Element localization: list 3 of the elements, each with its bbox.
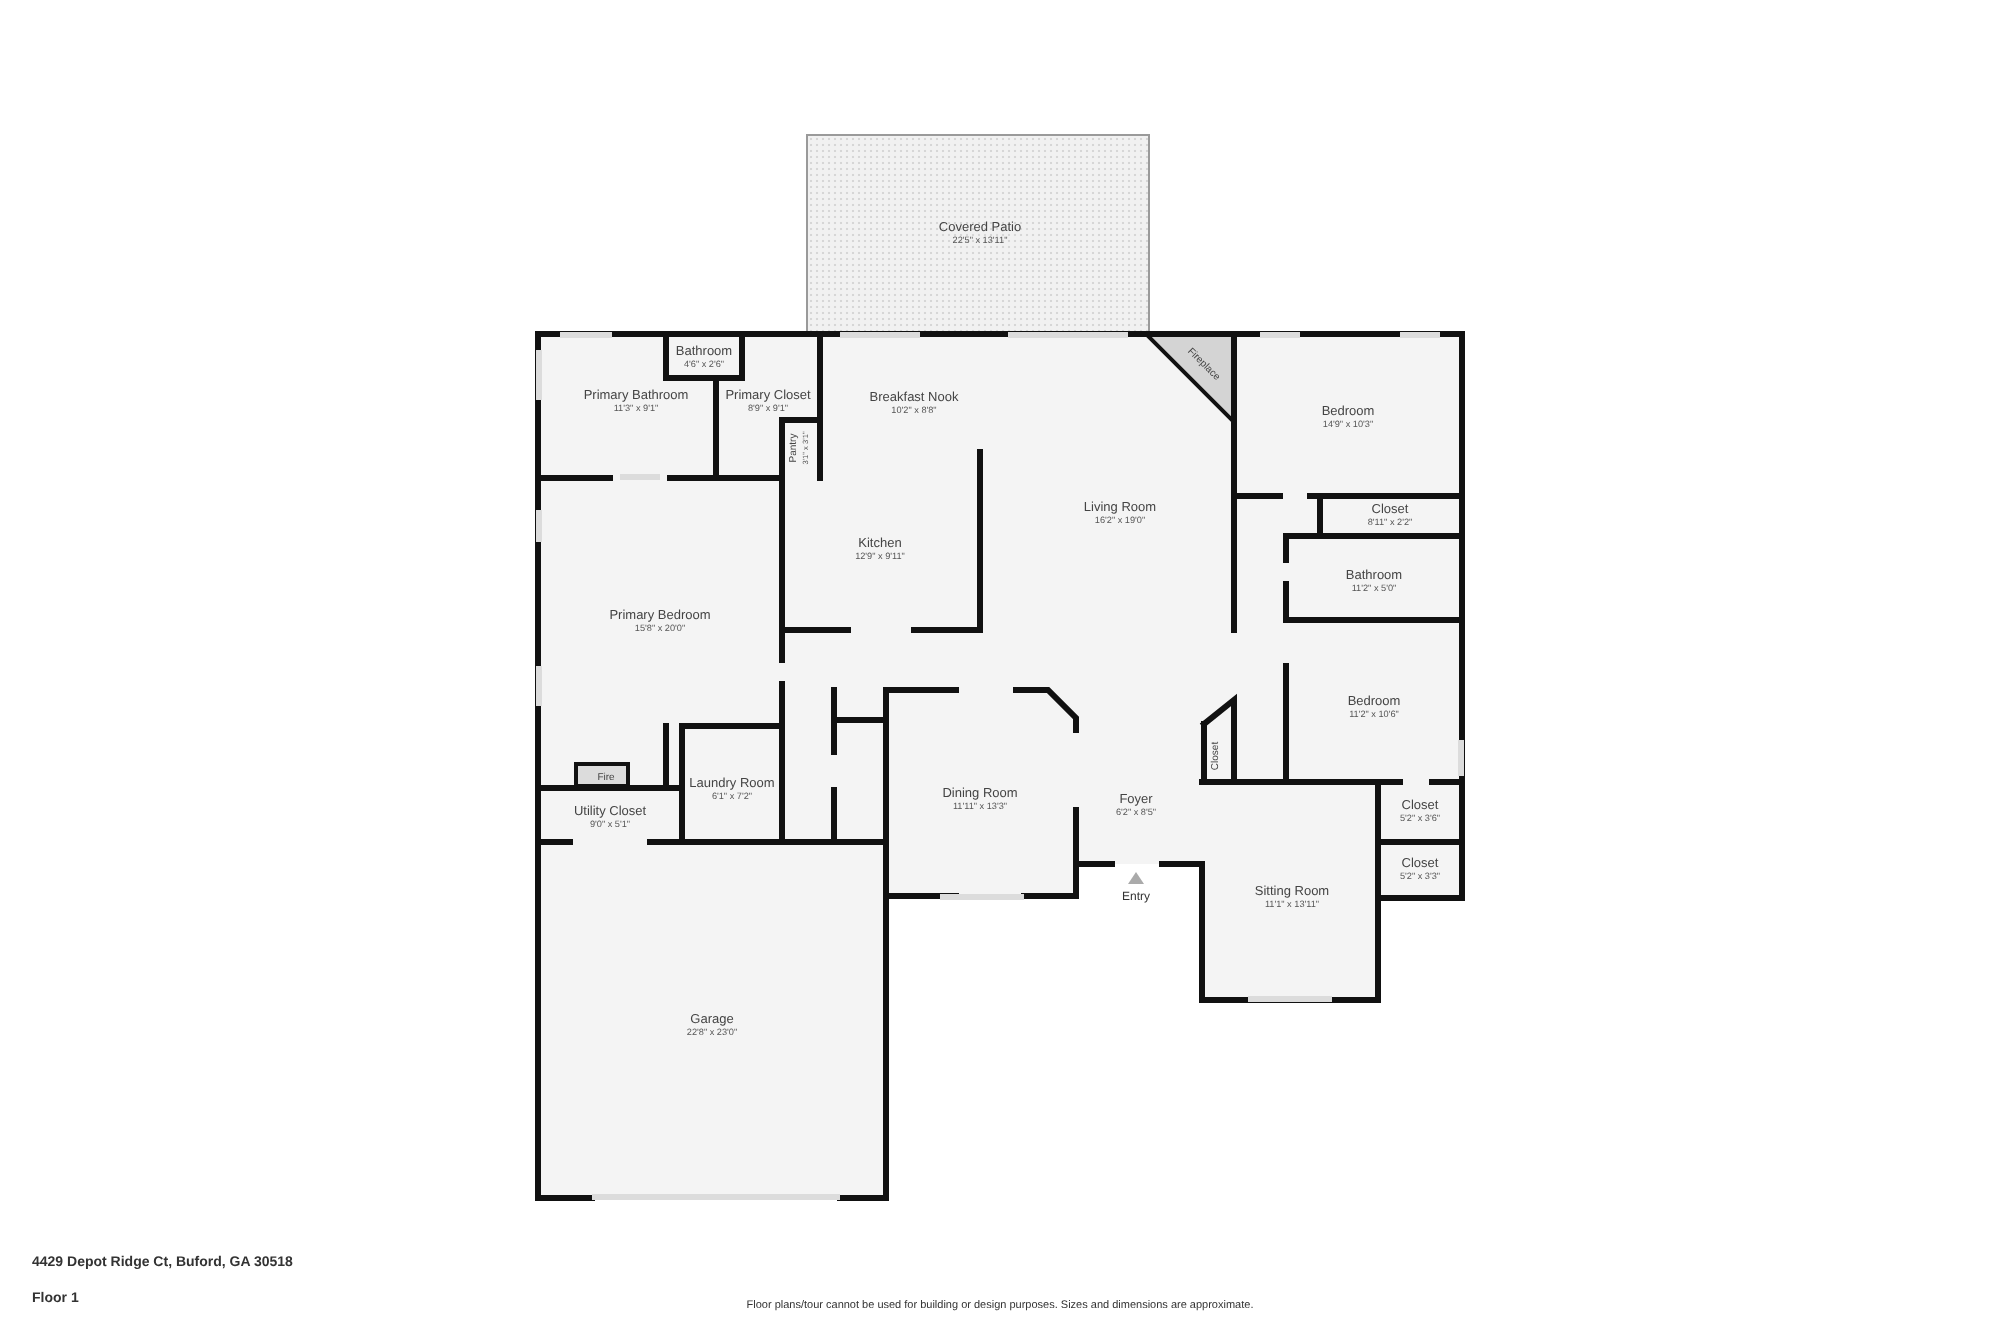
patio-area (806, 134, 1150, 334)
fireplace (1146, 334, 1234, 422)
fire-box (574, 762, 630, 788)
